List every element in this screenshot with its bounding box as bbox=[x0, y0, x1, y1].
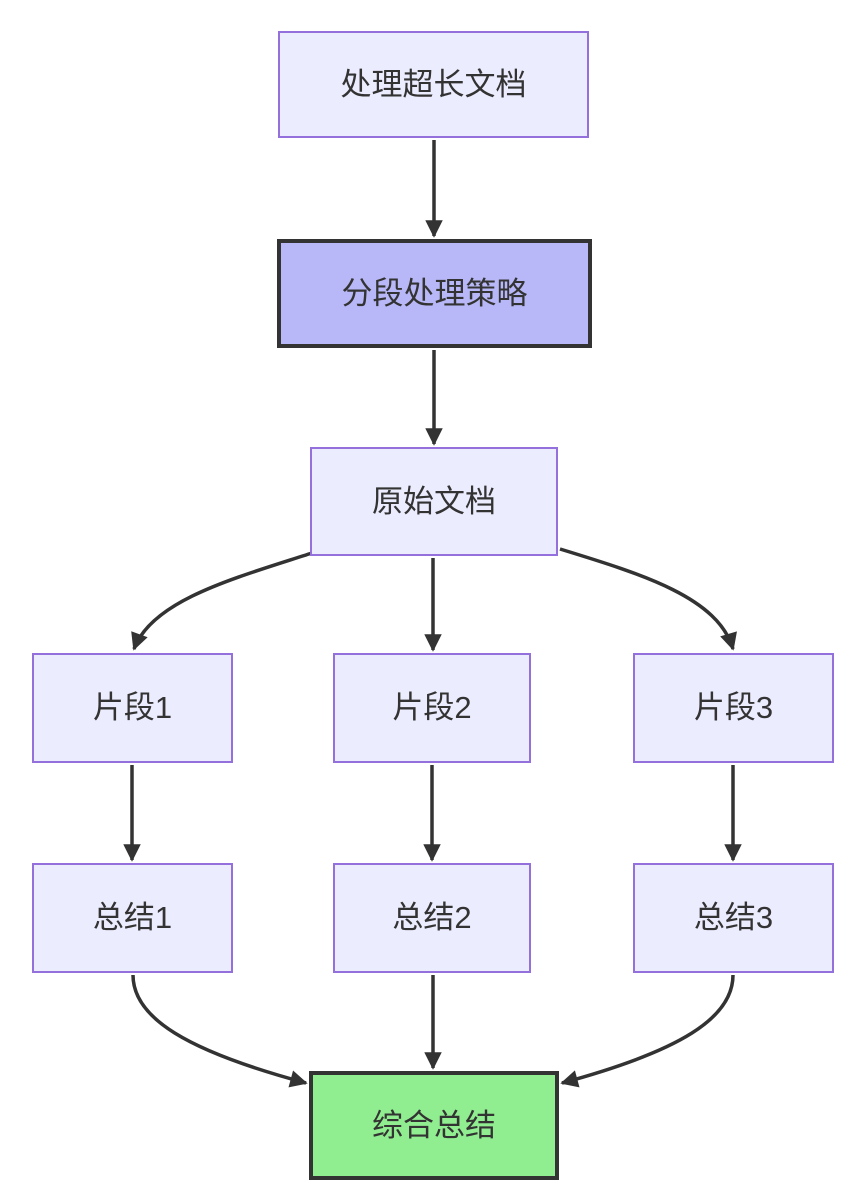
node-fragment-2: 片段2 bbox=[333, 653, 531, 763]
node-label: 总结3 bbox=[693, 900, 774, 936]
node-fragment-3: 片段3 bbox=[633, 653, 834, 763]
node-final-summary: 综合总结 bbox=[309, 1071, 559, 1180]
node-original-document: 原始文档 bbox=[310, 447, 558, 556]
node-segmentation-strategy: 分段处理策略 bbox=[277, 239, 592, 348]
node-label: 总结2 bbox=[392, 900, 472, 936]
node-label: 综合总结 bbox=[372, 1107, 496, 1143]
node-handle-long-document: 处理超长文档 bbox=[278, 31, 589, 138]
node-summary-1: 总结1 bbox=[32, 863, 233, 973]
node-summary-3: 总结3 bbox=[633, 863, 834, 973]
node-fragment-1: 片段1 bbox=[32, 653, 233, 763]
edge-e3-f bbox=[560, 974, 735, 1088]
node-label: 片段2 bbox=[392, 690, 472, 726]
edge-c-d3 bbox=[559, 547, 737, 651]
node-label: 原始文档 bbox=[372, 483, 496, 519]
node-label: 分段处理策略 bbox=[341, 275, 528, 311]
node-label: 片段3 bbox=[693, 690, 774, 726]
node-label: 总结1 bbox=[92, 900, 173, 936]
node-label: 处理超长文档 bbox=[340, 66, 527, 102]
edge-c-d1 bbox=[131, 551, 313, 651]
node-label: 片段1 bbox=[92, 690, 173, 726]
node-summary-2: 总结2 bbox=[333, 863, 531, 973]
edge-e1-f bbox=[131, 974, 308, 1088]
